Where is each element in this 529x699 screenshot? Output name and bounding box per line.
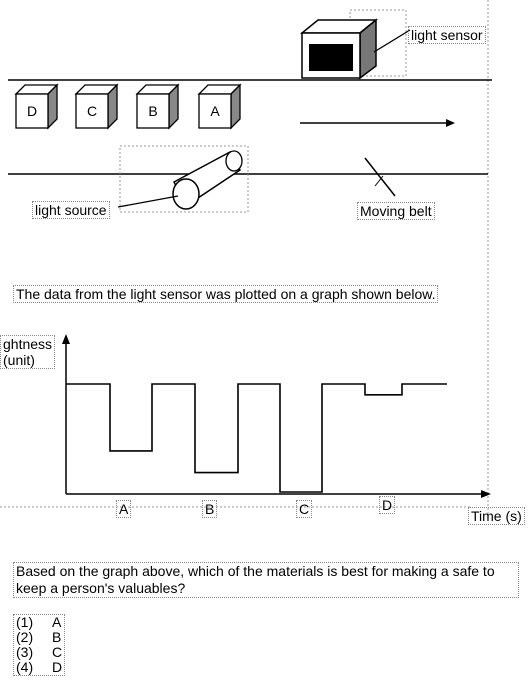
brightness-chart: [62, 334, 491, 498]
option-number: (3): [16, 644, 34, 660]
option-4[interactable]: (4) D: [16, 660, 62, 675]
brightness-series-line: [66, 383, 447, 493]
block-b: B: [135, 83, 180, 130]
option-3[interactable]: (3) C: [16, 645, 62, 660]
x-tick-label-d: D: [379, 496, 396, 514]
light-sensor-label: light sensor: [408, 26, 486, 44]
light-source-icon: [117, 145, 249, 213]
arrow-right-icon: [300, 119, 455, 127]
light-sensor-icon: [299, 9, 411, 80]
block-letter: B: [148, 103, 157, 119]
question-text: Based on the graph above, which of the m…: [13, 562, 519, 598]
option-value: C: [52, 644, 63, 660]
block-letter: D: [27, 103, 37, 119]
block-letter: C: [87, 103, 97, 119]
x-tick-label-c: C: [296, 500, 313, 518]
option-number: (2): [16, 629, 34, 645]
moving-belt-label: Moving belt: [357, 202, 435, 220]
option-number: (1): [16, 614, 34, 630]
y-axis-arrow-icon: [62, 334, 70, 344]
option-1[interactable]: (1) A: [16, 615, 62, 630]
option-2[interactable]: (2) B: [16, 630, 62, 645]
graph-caption: The data from the light sensor was plott…: [13, 285, 439, 303]
x-axis-label: Time (s): [468, 507, 525, 525]
option-value: B: [52, 629, 62, 645]
block-c: C: [74, 83, 119, 130]
block-letter: A: [210, 103, 220, 119]
y-axis-label: ghtness (unit): [0, 335, 56, 369]
x-axis-arrow-icon: [481, 490, 491, 498]
x-tick-label-b: B: [202, 500, 218, 518]
x-tick-label-a: A: [116, 500, 132, 518]
moving-belt-pointer: [364, 157, 396, 197]
block-d: D: [14, 83, 59, 130]
block-a: A: [197, 83, 242, 130]
option-value: D: [52, 659, 63, 675]
light-source-label: light source: [32, 201, 110, 219]
option-value: A: [52, 614, 62, 630]
option-number: (4): [16, 659, 34, 675]
answer-options: (1) A (2) B (3) C (4) D: [13, 614, 66, 676]
